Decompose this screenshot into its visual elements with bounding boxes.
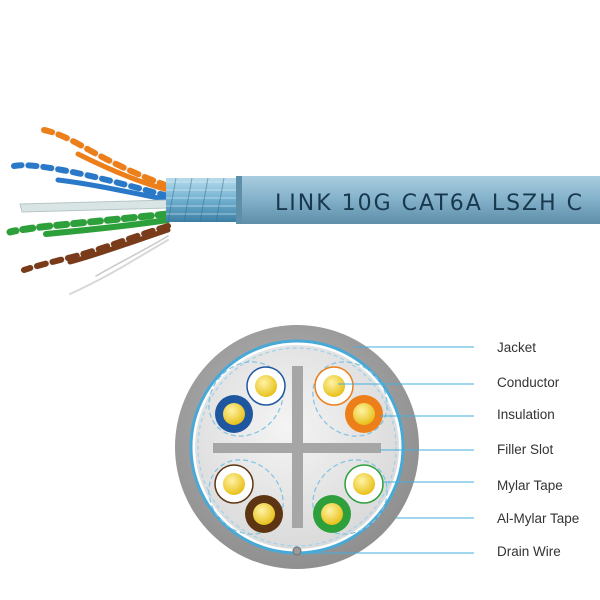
twisted-pairs	[6, 127, 172, 295]
drain-wire-strand	[69, 239, 169, 295]
filler-cross	[213, 366, 381, 528]
cable-side-view: LINK 10G CAT6A LSZH C	[6, 127, 600, 295]
jacket-print-text: LINK 10G CAT6A LSZH C	[275, 191, 584, 216]
foil-shield	[166, 178, 238, 222]
leader-lines	[301, 346, 474, 554]
cable-jacket	[236, 176, 600, 224]
brown-pair-conductors	[214, 464, 283, 533]
blue-pair	[11, 162, 171, 203]
brown-pair	[21, 223, 171, 273]
cable-cross-section	[175, 325, 419, 569]
drain-wire-dot	[292, 546, 302, 556]
label-mylar-tape: Mylar Tape	[497, 478, 563, 493]
label-drain-wire: Drain Wire	[497, 544, 561, 559]
orange-pair-conductors	[314, 366, 383, 433]
label-al-mylar-tape: Al-Mylar Tape	[497, 511, 579, 526]
green-pair	[6, 210, 172, 237]
green-pair-conductors	[313, 464, 384, 533]
label-insulation: Insulation	[497, 407, 555, 422]
blue-pair-conductors	[215, 366, 286, 433]
label-filler-slot: Filler Slot	[497, 442, 554, 457]
conductors	[214, 366, 384, 533]
orange-pair	[41, 127, 171, 193]
pair-separator	[19, 199, 171, 213]
label-conductor: Conductor	[497, 375, 560, 390]
label-jacket: Jacket	[497, 340, 536, 355]
component-labels: Jacket Conductor Insulation Filler Slot …	[497, 340, 579, 559]
